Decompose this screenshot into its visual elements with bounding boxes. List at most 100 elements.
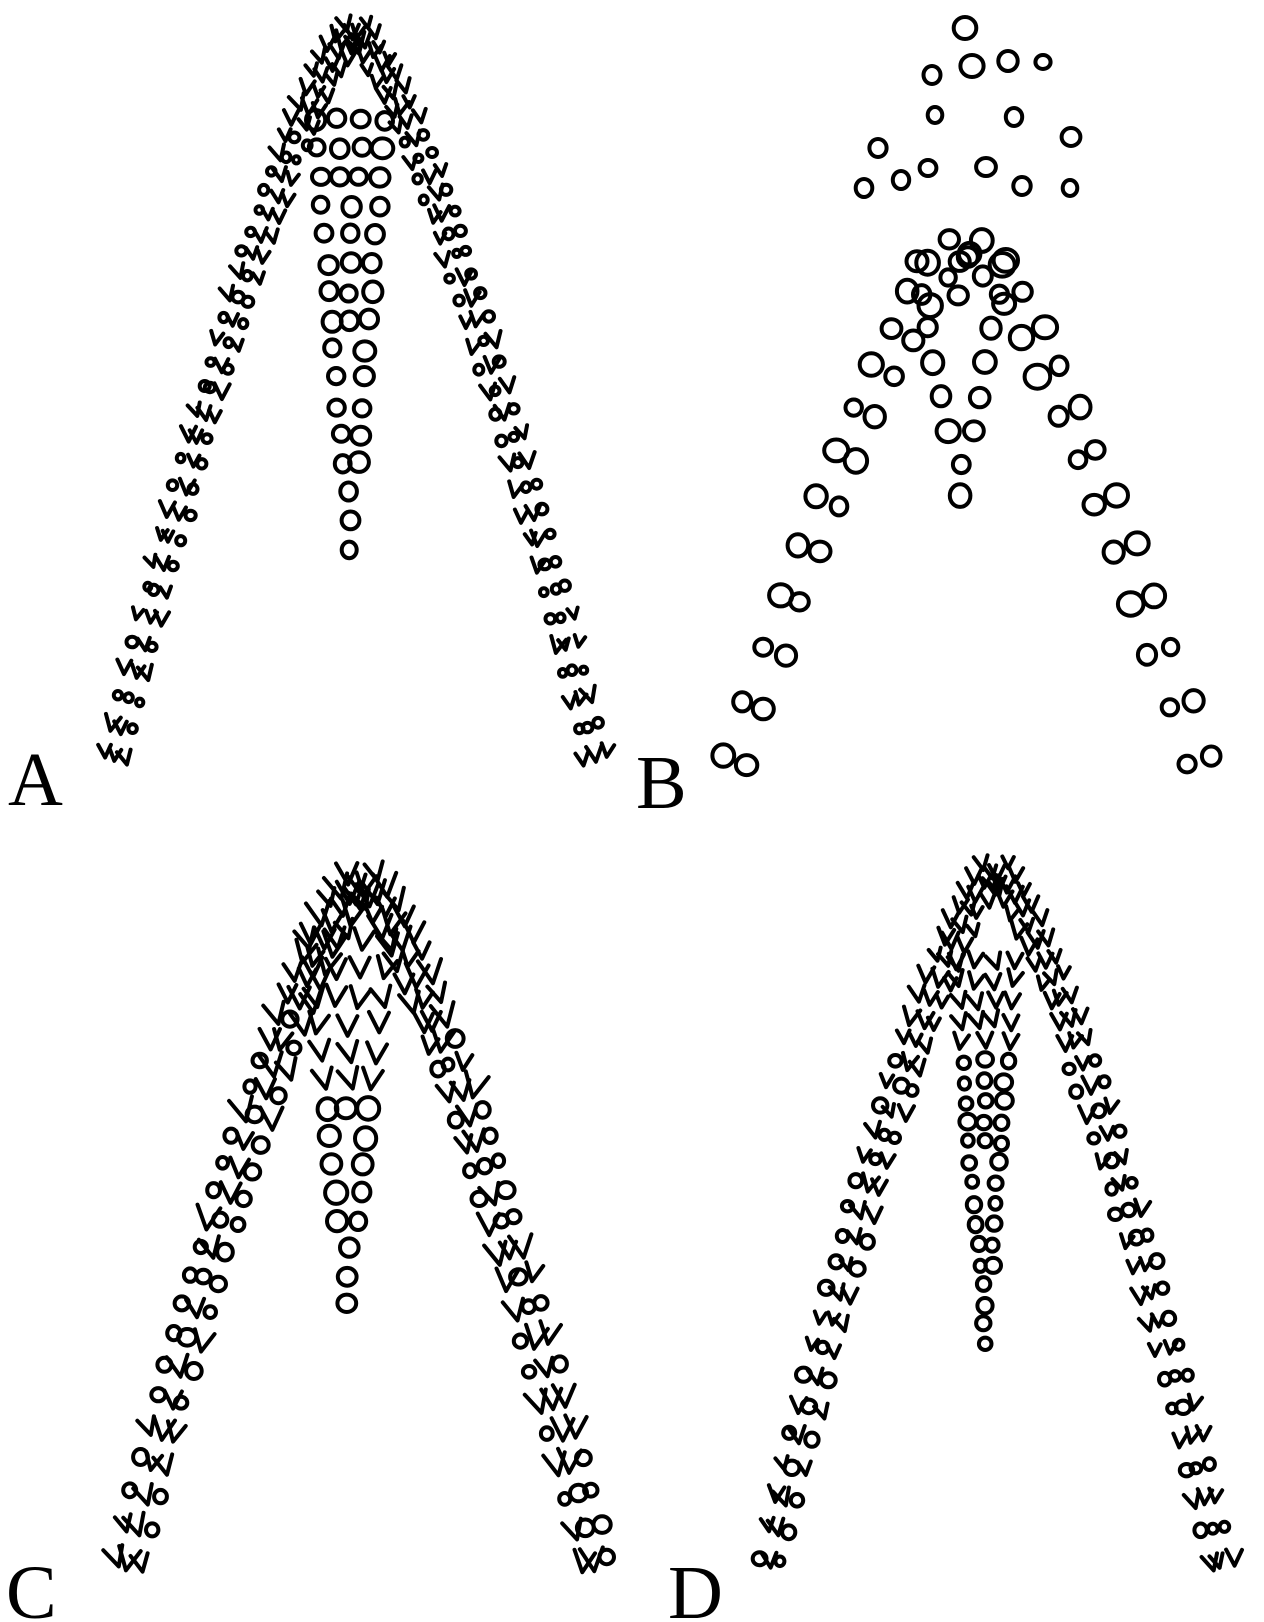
v-shaped-cell — [1057, 966, 1070, 979]
circle-cell — [351, 427, 370, 445]
circle-cell — [712, 744, 734, 766]
circle-cell — [360, 310, 378, 329]
circle-cell — [363, 254, 381, 272]
circle-cell — [976, 158, 996, 176]
circle-cell — [313, 197, 329, 213]
v-shaped-cell — [172, 506, 186, 520]
circle-cell — [146, 1523, 158, 1536]
v-shaped-cell — [338, 1067, 362, 1091]
v-shaped-cell — [116, 660, 131, 675]
circle-cell — [553, 1356, 567, 1371]
v-shaped-cell — [434, 233, 445, 244]
circle-cell — [493, 1154, 504, 1167]
panel-d: D — [668, 855, 1242, 1622]
v-shaped-cell — [326, 73, 339, 86]
circle-cell — [321, 282, 338, 300]
v-shaped-cell — [966, 951, 983, 968]
circle-cell — [244, 1080, 255, 1092]
v-shaped-cell — [371, 986, 394, 1009]
v-shaped-cell — [273, 167, 288, 182]
v-shaped-cell — [879, 1074, 893, 1088]
circle-cell — [954, 17, 977, 39]
v-shaped-cell — [1003, 992, 1020, 1009]
v-shaped-cell — [1003, 1015, 1018, 1030]
v-shaped-cell — [567, 608, 579, 620]
circle-cell — [287, 1042, 300, 1055]
v-shaped-cell — [883, 1104, 897, 1118]
circle-cell — [552, 584, 561, 593]
v-shaped-cell — [394, 974, 413, 993]
circle-cell — [196, 1270, 210, 1284]
circle-cell — [850, 1262, 865, 1276]
circle-cell — [971, 229, 993, 252]
circle-cell — [204, 1306, 216, 1318]
circle-cell — [995, 1116, 1009, 1130]
circle-cell — [885, 368, 903, 386]
circle-cell — [1127, 1178, 1137, 1188]
circle-cell — [114, 691, 122, 699]
circle-cell — [353, 1154, 373, 1174]
v-shaped-cell — [253, 272, 265, 284]
circle-cell — [370, 168, 389, 186]
circle-cell — [323, 312, 342, 332]
circle-cell — [532, 480, 541, 489]
circle-cell — [342, 225, 358, 242]
circle-cell — [312, 169, 330, 185]
circle-cell — [478, 1159, 492, 1173]
v-shaped-cell — [477, 1214, 499, 1236]
circle-cell — [289, 133, 299, 143]
circle-cell — [882, 319, 902, 338]
circle-cell — [328, 400, 344, 416]
panel-c: C — [6, 861, 614, 1622]
v-shaped-cell — [312, 1068, 335, 1091]
circle-cell — [998, 51, 1017, 71]
v-shaped-cell — [1163, 1341, 1176, 1354]
v-shaped-cell — [229, 1096, 256, 1123]
v-shaped-cell — [427, 210, 441, 224]
circle-cell — [353, 1183, 370, 1202]
circle-cell — [1013, 177, 1030, 195]
circle-cell — [177, 454, 185, 462]
v-shaped-cell — [1078, 1106, 1095, 1123]
circle-cell — [805, 485, 826, 507]
circle-cell — [445, 275, 454, 283]
v-shaped-cell — [456, 269, 472, 285]
circle-cell — [355, 1127, 376, 1150]
circle-cell — [1013, 283, 1031, 301]
circle-cell — [546, 614, 556, 623]
v-shaped-cell — [480, 384, 497, 401]
circle-cell — [995, 1137, 1008, 1151]
circle-cell — [776, 646, 796, 666]
v-shaped-cell — [1044, 993, 1060, 1009]
v-shaped-cell — [1139, 1258, 1152, 1271]
circle-cell — [861, 1235, 874, 1249]
circle-cell — [239, 319, 247, 328]
circle-cell — [211, 1277, 226, 1291]
circle-cell — [991, 1154, 1007, 1170]
circle-cell — [1159, 1373, 1170, 1386]
v-shaped-cell — [454, 1053, 472, 1071]
circle-cell — [1086, 441, 1105, 459]
v-shaped-cell — [164, 1391, 182, 1409]
v-shaped-cell — [813, 1311, 826, 1324]
v-shaped-cell — [272, 210, 285, 223]
circle-cell — [342, 512, 360, 530]
circle-cell — [1088, 1133, 1099, 1143]
circle-cell — [559, 1493, 570, 1505]
v-shaped-cell — [376, 88, 391, 103]
panel-a-cell-marks — [98, 15, 614, 766]
v-shaped-cell — [1051, 1014, 1067, 1030]
circle-cell — [907, 1085, 918, 1096]
v-shaped-cell — [842, 1288, 858, 1304]
v-shaped-cell — [918, 1039, 933, 1054]
v-shaped-cell — [827, 1345, 840, 1358]
v-shaped-cell — [368, 1012, 389, 1033]
circle-cell — [1106, 1183, 1116, 1194]
circle-cell — [496, 436, 506, 447]
circle-cell — [924, 66, 941, 84]
v-shaped-cell — [927, 1018, 940, 1031]
circle-cell — [790, 593, 809, 610]
circle-cell — [316, 225, 333, 242]
circle-cell — [1157, 1283, 1168, 1294]
v-shaped-cell — [967, 924, 980, 937]
